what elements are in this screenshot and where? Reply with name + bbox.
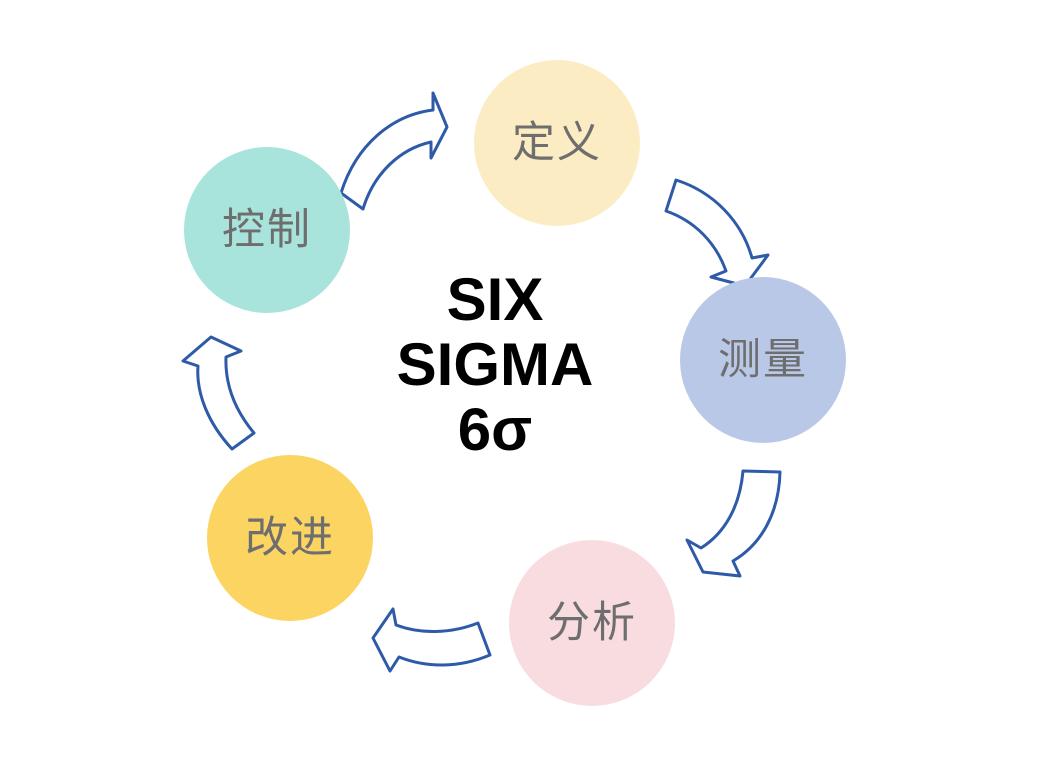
- node-analyze-label: 分析: [547, 598, 637, 647]
- node-control-label: 控制: [222, 205, 312, 254]
- node-control[interactable]: 控制: [184, 147, 350, 313]
- arrow-define-to-measure: [664, 178, 770, 288]
- arrow-measure-to-analyze: [685, 469, 782, 578]
- arrow-analyze-to-improve: [371, 607, 492, 673]
- node-define-label: 定义: [512, 118, 602, 167]
- node-improve-label: 改进: [245, 513, 335, 562]
- center-title: SIX SIGMA 6σ: [330, 266, 660, 463]
- node-measure-label: 测量: [718, 335, 808, 384]
- node-improve[interactable]: 改进: [207, 455, 373, 621]
- node-measure[interactable]: 测量: [680, 277, 846, 443]
- arrow-improve-to-control: [181, 335, 256, 451]
- center-title-line-2: SIGMA: [396, 330, 594, 398]
- center-title-line-3: 6σ: [457, 395, 533, 463]
- center-title-line-1: SIX: [446, 266, 544, 333]
- node-analyze[interactable]: 分析: [509, 540, 675, 706]
- node-define[interactable]: 定义: [474, 60, 640, 226]
- arrow-control-to-define: [339, 91, 449, 211]
